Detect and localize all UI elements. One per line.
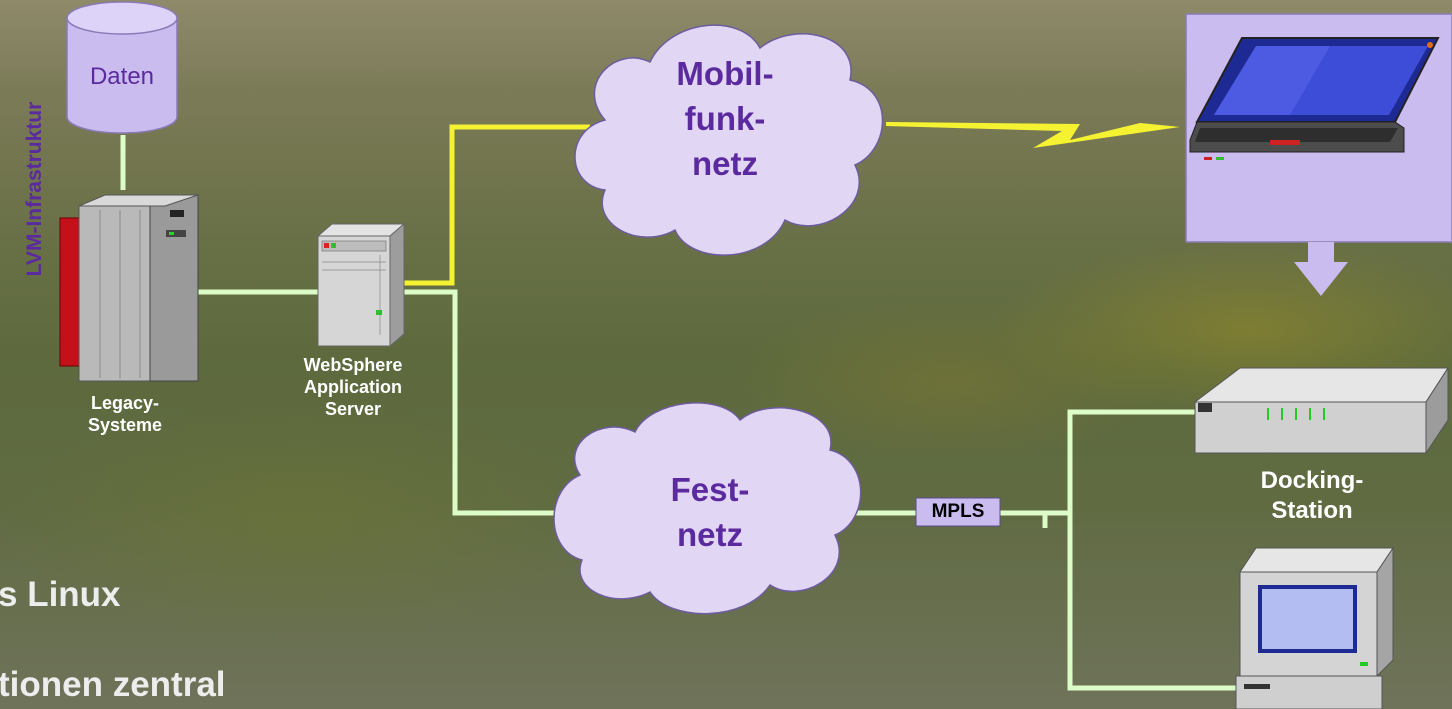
panel-arrow [1294,242,1348,296]
link-junction-devices [1067,409,1240,691]
mainframe-icon [59,194,199,382]
background-text-line1: s Linux [0,575,121,614]
infrastructure-label: LVM-Infrastruktur [23,101,46,277]
mpls-label: MPLS [931,501,985,522]
cloud-mobilfunk [574,24,884,256]
link-websphere-festnetz [402,289,560,516]
background-text-line2: tionen zentral [0,665,226,704]
wireless-links [402,124,590,286]
wireless-bolt [886,122,1180,148]
wired-links [120,135,1240,691]
desktop-computer-icon [1235,546,1394,709]
websphere-label: WebSphere Application Server [303,355,403,419]
legacy-systems-label: Legacy- Systeme [87,393,163,435]
mobile-network-label: Mobil- funk- netz [676,55,774,182]
docking-station-label: Docking- Station [1260,467,1364,524]
mpls-box [915,497,1001,527]
cloud-festnetz [553,402,862,615]
server-icon [316,222,406,348]
docking-station-icon [1193,366,1449,455]
fixed-network-label: Fest- netz [670,471,750,553]
database-label: Daten [89,63,155,90]
database-icon [66,1,178,134]
link-websphere-mobilfunk [402,124,590,286]
laptop-icon [1189,37,1440,160]
